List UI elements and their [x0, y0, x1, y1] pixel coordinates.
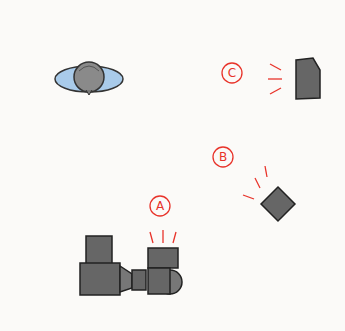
callout-circles [150, 63, 242, 216]
callout-letter: C [222, 66, 242, 80]
callout-letter: A [150, 199, 170, 213]
camera-with-flash-a [80, 230, 182, 295]
callout-letter: B [213, 150, 233, 164]
flash-b [243, 166, 295, 221]
subject-figure [55, 62, 123, 95]
flash-c [268, 58, 320, 99]
